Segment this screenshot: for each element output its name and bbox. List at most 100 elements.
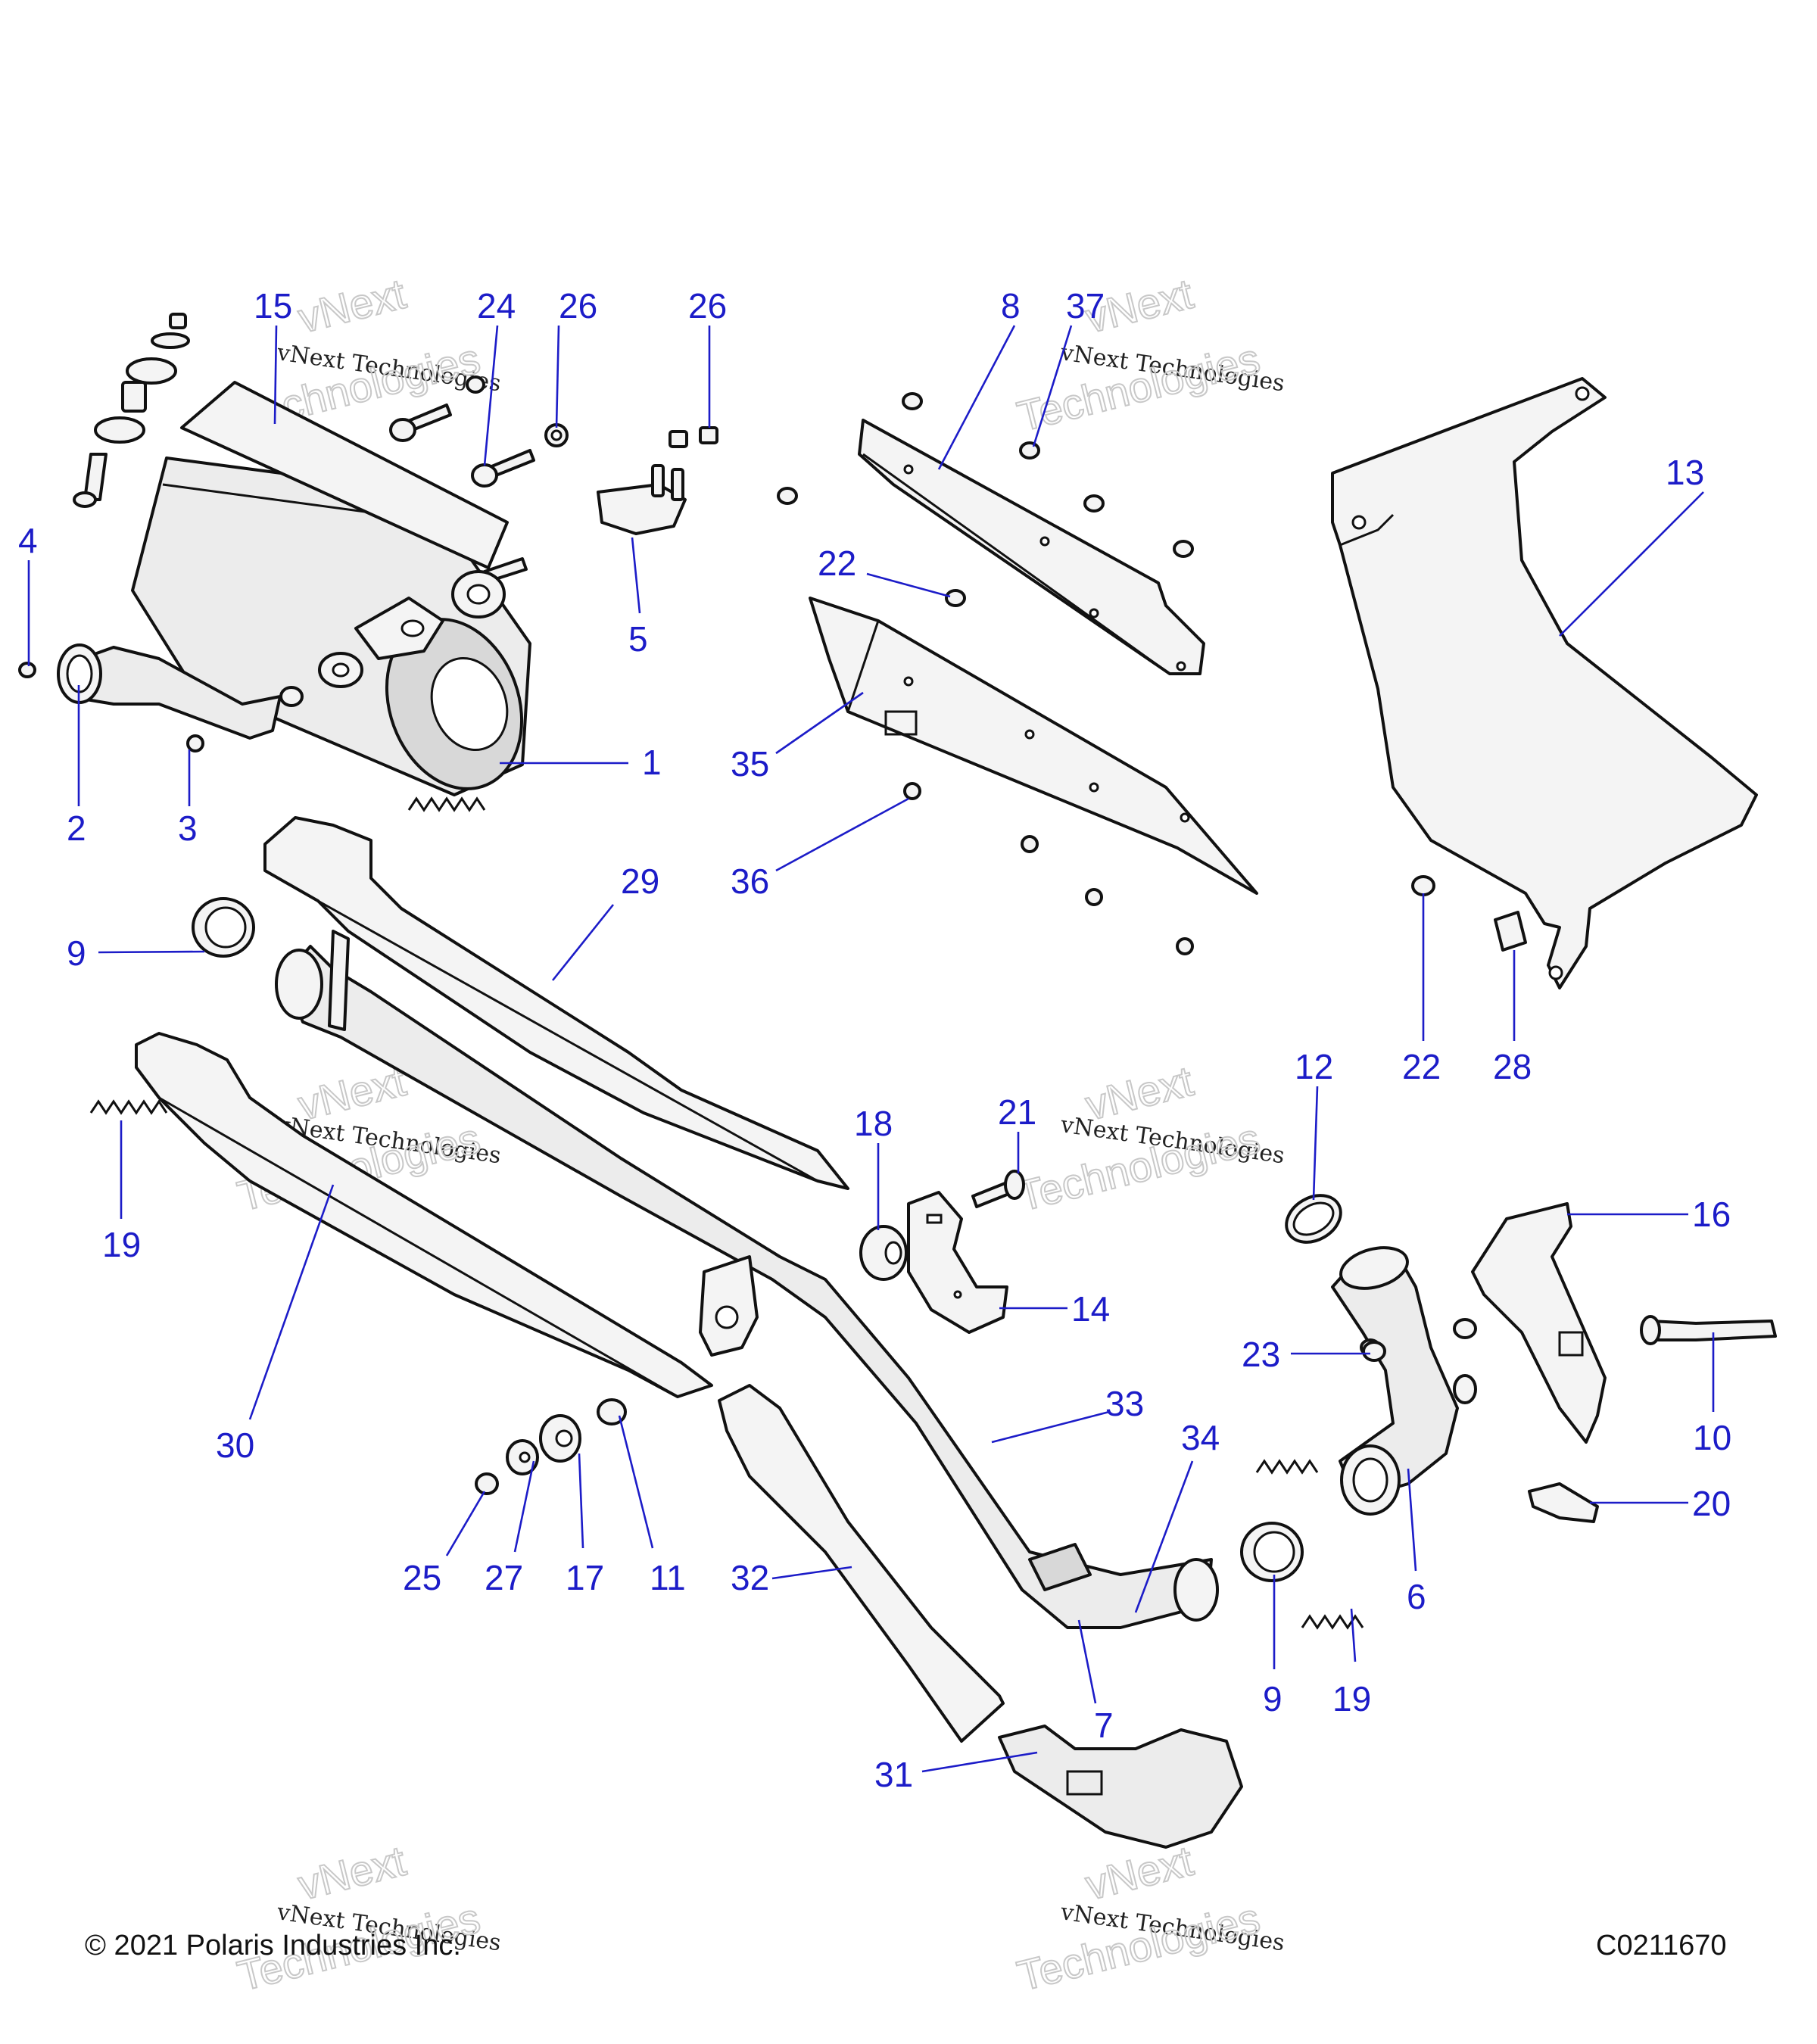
leader-33: [991, 1410, 1110, 1444]
leader-24: [483, 325, 499, 466]
leader-6: [1407, 1468, 1417, 1572]
leader-37: [1032, 325, 1073, 447]
callout-29: 29: [621, 862, 659, 901]
callout-6: 6: [1407, 1577, 1426, 1616]
mounting-plate-8: [858, 419, 1205, 675]
leader-34: [1134, 1460, 1194, 1613]
leader-17: [578, 1453, 584, 1549]
callout-28: 28: [1493, 1047, 1532, 1086]
callout-23: 23: [1242, 1335, 1280, 1374]
callout-15: 15: [254, 286, 292, 326]
head-pipe-33: [275, 930, 1219, 1629]
leader-25: [445, 1491, 486, 1556]
o2-sensor-10: [1640, 1315, 1777, 1345]
callout-24: 24: [477, 286, 516, 326]
callout-2: 2: [67, 809, 86, 848]
callout-27: 27: [485, 1558, 523, 1597]
heat-shield-30: [135, 1032, 713, 1398]
callout-9b: 9: [1263, 1679, 1282, 1718]
callout-8: 8: [1001, 286, 1021, 326]
tailpipe-31: [998, 1725, 1243, 1849]
callout-22b: 22: [1402, 1047, 1441, 1086]
copyright-text: © 2021 Polaris Industries Inc.: [85, 1930, 461, 1961]
exhaust-manifold-6: [1331, 1246, 1477, 1516]
isolator-stack: [73, 313, 190, 508]
callout-labels: 1 2 3 4 5 6 7 8 9 9 10 11 12 13 14 15 16…: [18, 286, 1731, 1794]
heat-shield-29: [263, 816, 849, 1190]
leader-31: [921, 1751, 1038, 1773]
callout-22a: 22: [818, 544, 856, 583]
leader-13: [1559, 491, 1704, 637]
leader-27: [513, 1460, 535, 1553]
leader-12: [1312, 1086, 1319, 1201]
watermark-vnext: vNext: [294, 270, 411, 342]
callout-26a: 26: [559, 286, 597, 326]
gasket-12: [1285, 1194, 1342, 1244]
spring-top: [407, 796, 486, 812]
screw-22-right: [1411, 875, 1435, 896]
callout-36: 36: [731, 862, 769, 901]
watermark: vNext vNext Technologies Technologies: [1012, 1836, 1286, 2001]
footer: © 2021 Polaris Industries Inc. C0211670: [85, 1930, 1727, 1961]
callout-16: 16: [1692, 1195, 1731, 1234]
callout-31: 31: [874, 1755, 913, 1794]
callout-26b: 26: [688, 286, 727, 326]
leader-26a: [555, 325, 560, 428]
inlet-pipe: [57, 643, 282, 740]
callout-35: 35: [731, 744, 769, 784]
manifold-heat-shield-16: [1471, 1202, 1607, 1444]
bolts-24: [18, 375, 569, 752]
spring-19-right: [1301, 1614, 1364, 1630]
callout-18: 18: [854, 1104, 893, 1143]
clamp-20: [1528, 1482, 1599, 1523]
callout-11: 11: [650, 1558, 686, 1597]
leader-30: [248, 1184, 335, 1420]
callout-5: 5: [628, 619, 648, 659]
callout-7: 7: [1094, 1706, 1114, 1745]
leader-15: [273, 325, 278, 425]
leader-5: [631, 537, 641, 614]
leader-35: [775, 691, 864, 755]
leader-11: [618, 1415, 654, 1549]
callout-10: 10: [1693, 1418, 1731, 1457]
callout-13: 13: [1666, 453, 1704, 492]
callout-17: 17: [566, 1558, 604, 1597]
callout-4: 4: [18, 521, 38, 560]
muffler-heat-shield: [180, 381, 509, 569]
bracket-14: [907, 1191, 1008, 1334]
figure-code: C0211670: [1596, 1930, 1727, 1961]
pipe-joint-7: [1028, 1543, 1092, 1591]
callout-30: 30: [216, 1426, 254, 1465]
clip-28: [1494, 911, 1527, 952]
gasket-9-left: [192, 897, 255, 958]
fitting-23: [1362, 1341, 1386, 1362]
callout-19b: 19: [1332, 1679, 1371, 1718]
leader-32: [771, 1566, 852, 1580]
gasket-9-right: [1240, 1522, 1304, 1582]
callout-14: 14: [1071, 1289, 1110, 1329]
leader-lines: [27, 325, 1715, 1773]
watermark-vnext: vNext: [1081, 1837, 1198, 1909]
callout-12: 12: [1295, 1047, 1333, 1086]
leader-19b: [1350, 1608, 1357, 1662]
callout-21: 21: [998, 1092, 1036, 1132]
callout-9a: 9: [67, 933, 86, 973]
leader-36: [775, 797, 909, 872]
bolt-21: [971, 1170, 1025, 1208]
watermark: vNext vNext Technologies Technologies: [1012, 269, 1286, 441]
callout-33: 33: [1105, 1384, 1144, 1423]
callout-19a: 19: [102, 1225, 141, 1264]
callout-3: 3: [178, 809, 198, 848]
heat-shield-35: [809, 597, 1258, 895]
leader-8: [937, 325, 1016, 470]
bracket-5: [597, 426, 718, 535]
callout-20: 20: [1692, 1484, 1731, 1523]
heat-shield-32: [718, 1384, 1005, 1743]
leader-7: [1077, 1619, 1097, 1704]
part-drawings: [18, 313, 1777, 1849]
callout-37: 37: [1066, 286, 1105, 326]
heat-shield-13: [1331, 377, 1758, 989]
hardware-stack: [475, 1398, 627, 1495]
callout-34: 34: [1181, 1418, 1220, 1457]
